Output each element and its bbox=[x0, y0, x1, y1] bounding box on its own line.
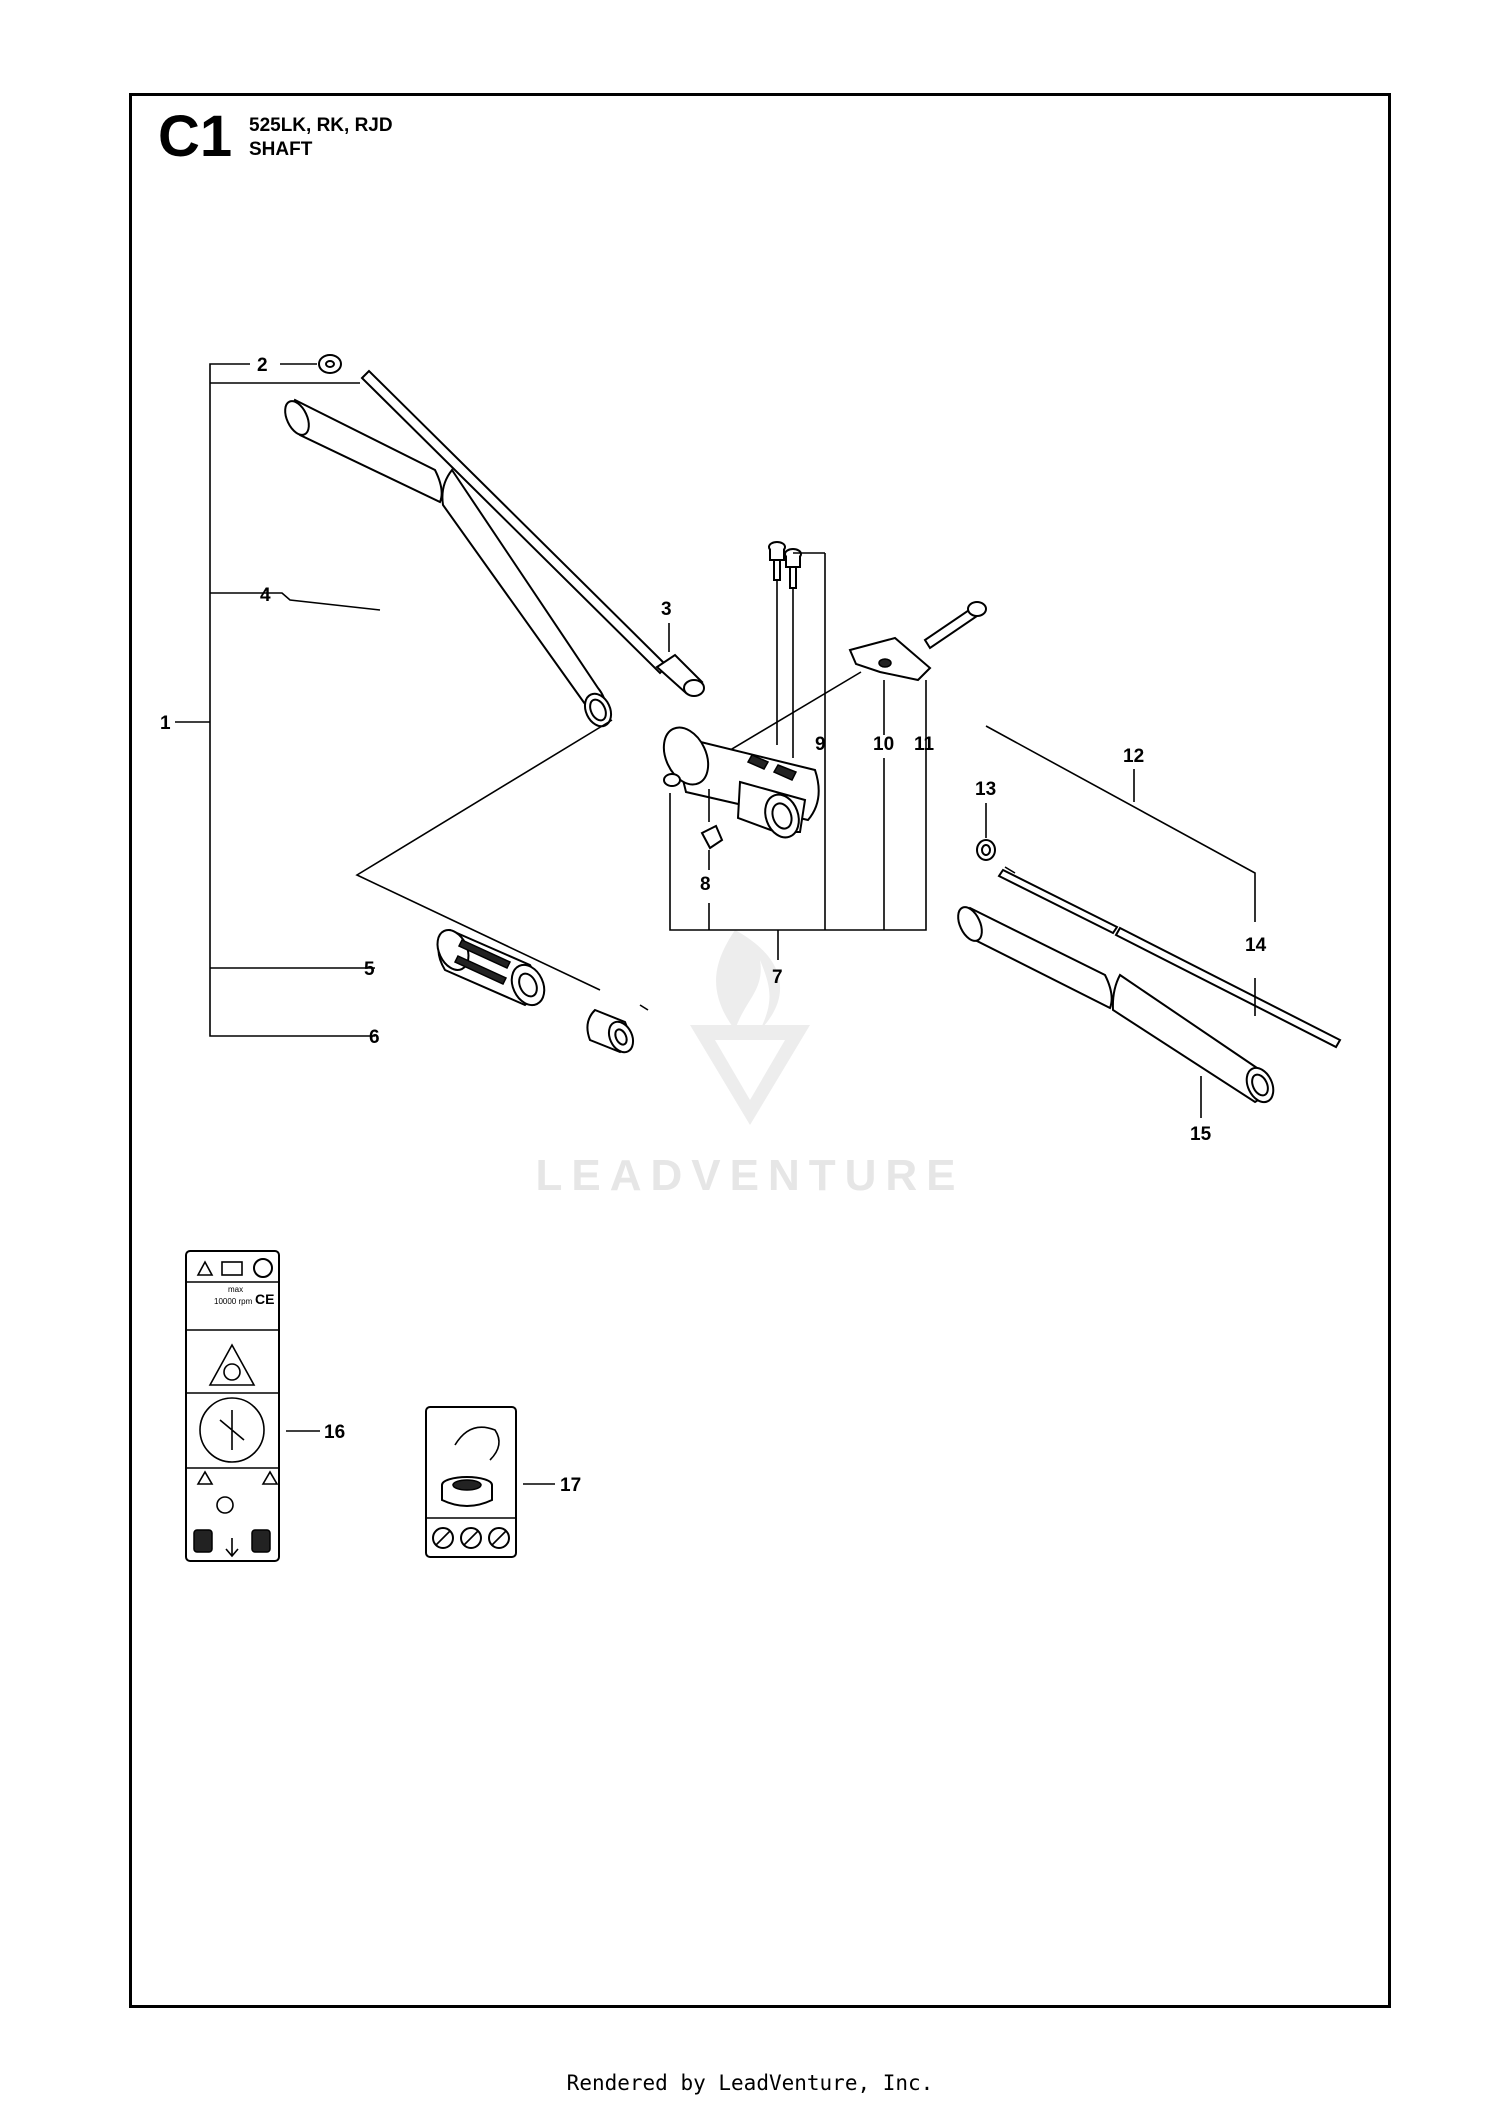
watermark: LEADVENTURE bbox=[535, 930, 964, 1200]
part-2-washer bbox=[280, 354, 342, 374]
decal-16-ce: CE bbox=[255, 1291, 274, 1307]
callout-10: 10 bbox=[873, 734, 894, 755]
bracket-1 bbox=[175, 363, 381, 1037]
callout-8: 8 bbox=[700, 874, 711, 895]
part-14-shaft bbox=[997, 866, 1342, 1049]
decal-16-rpm: 10000 rpm bbox=[214, 1297, 253, 1306]
callout-13: 13 bbox=[975, 779, 996, 800]
section-title: SHAFT bbox=[249, 139, 313, 160]
bracket-7 bbox=[669, 552, 927, 960]
part-8-nut bbox=[700, 789, 724, 870]
callout-3: 3 bbox=[661, 599, 672, 620]
part-7-housing bbox=[662, 726, 820, 839]
part-15-tube bbox=[957, 906, 1275, 1118]
watermark-text: LEADVENTURE bbox=[535, 1151, 964, 1200]
bracket-12 bbox=[985, 725, 1256, 922]
footer-credit: Rendered by LeadVenture, Inc. bbox=[566, 2071, 934, 2095]
callout-7: 7 bbox=[772, 967, 783, 988]
callout-11: 11 bbox=[914, 734, 935, 755]
drawing-frame bbox=[129, 93, 1391, 2008]
part-17-decal bbox=[425, 1406, 555, 1558]
section-code: C1 bbox=[158, 104, 233, 169]
callout-15: 15 bbox=[1190, 1124, 1212, 1145]
callout-5: 5 bbox=[364, 959, 375, 980]
callout-17: 17 bbox=[560, 1475, 581, 1496]
drive-shaft-upper bbox=[360, 369, 705, 697]
callout-9: 9 bbox=[815, 734, 826, 755]
callout-12: 12 bbox=[1123, 746, 1144, 767]
callout-14: 14 bbox=[1245, 935, 1267, 956]
decal-16-max: max bbox=[228, 1285, 243, 1294]
part-4-tube bbox=[284, 398, 613, 728]
model-list: 525LK, RK, RJD bbox=[249, 115, 393, 136]
callout-16: 16 bbox=[324, 1422, 345, 1443]
callout-1: 1 bbox=[160, 713, 171, 734]
assembly-centerline bbox=[355, 719, 613, 991]
part-6-nut bbox=[586, 1008, 635, 1054]
callout-4: 4 bbox=[260, 585, 271, 606]
callout-labels: 1 2 3 4 5 6 7 8 9 10 11 12 13 14 15 16 1… bbox=[160, 355, 1267, 1496]
part-9-bolts bbox=[768, 541, 802, 758]
part-5-bushing bbox=[436, 928, 546, 1007]
centerline-end bbox=[639, 1004, 649, 1011]
callout-6: 6 bbox=[369, 1027, 380, 1048]
part-11-bolt bbox=[923, 601, 987, 650]
part-16-decal: max 10000 rpm CE bbox=[185, 1250, 320, 1562]
callout-2: 2 bbox=[257, 355, 268, 376]
part-13-washer bbox=[976, 803, 996, 861]
